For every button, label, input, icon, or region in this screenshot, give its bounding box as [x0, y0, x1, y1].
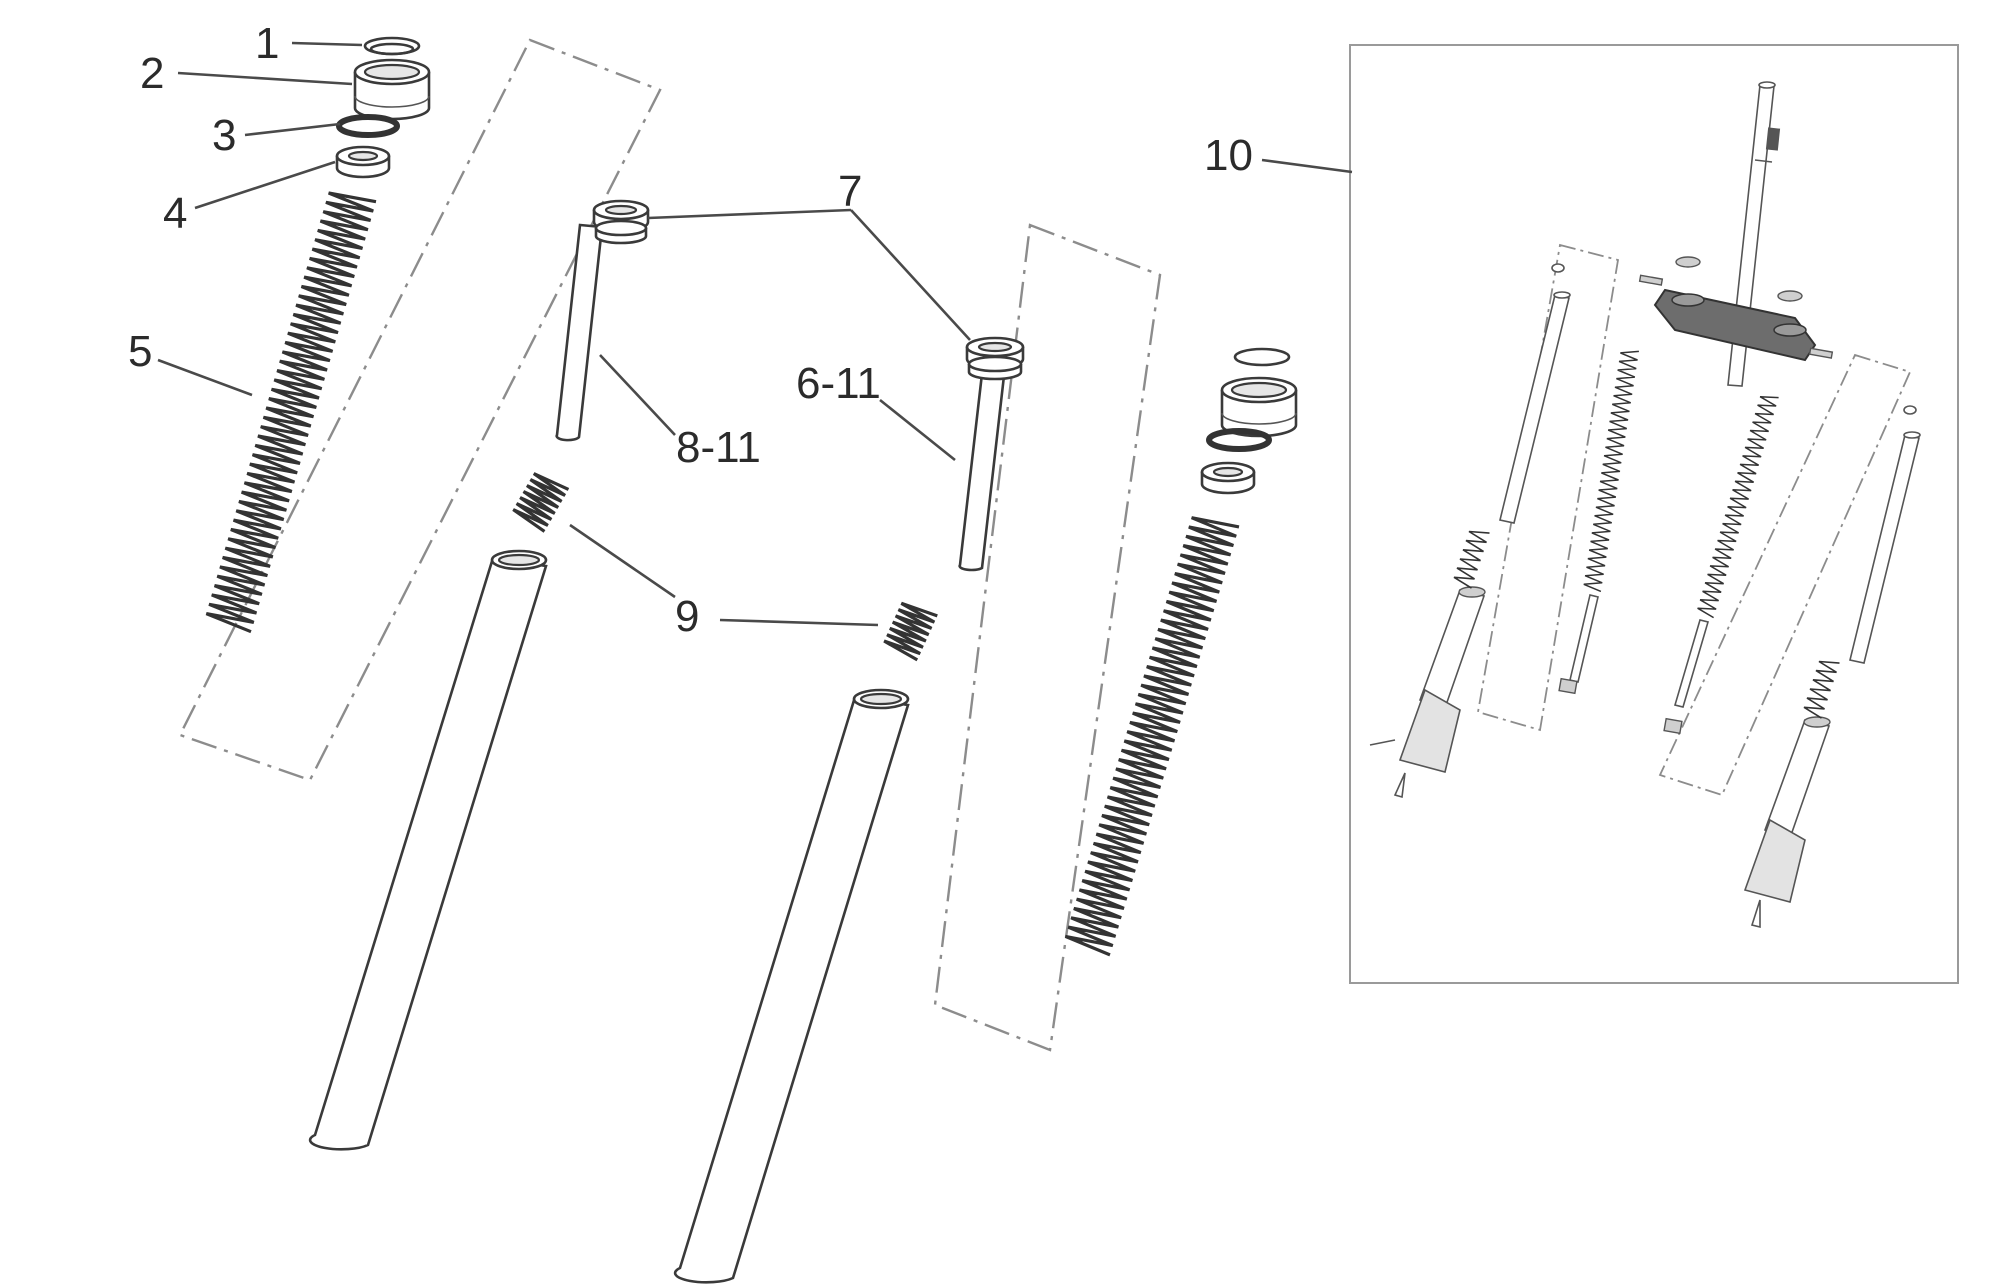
group-frame-left	[178, 38, 662, 782]
fork-spring-right	[1064, 516, 1240, 957]
stanchion-tube-right	[673, 688, 910, 1284]
assembly-inset-part-10	[1349, 44, 1959, 984]
o-ring-right	[1206, 428, 1272, 452]
label-7: 7	[838, 167, 862, 216]
label-8-11: 8-11	[676, 423, 761, 472]
fork-cap-right	[1220, 376, 1298, 438]
group-frame-right	[933, 223, 1162, 1052]
o-ring-part-3	[336, 114, 400, 138]
label-5: 5	[128, 327, 152, 376]
label-1: 1	[255, 19, 279, 68]
label-3: 3	[212, 111, 236, 160]
washer-right	[1200, 461, 1256, 495]
fork-spring-part-5	[205, 191, 377, 634]
stanchion-tube-left	[308, 549, 548, 1151]
washer-part-4	[335, 145, 391, 179]
label-2: 2	[140, 49, 164, 98]
tube-part-6-11	[958, 336, 1025, 572]
label-9: 9	[675, 592, 699, 641]
label-10: 10	[1204, 131, 1253, 180]
snap-ring-right	[1233, 347, 1291, 367]
tube-part-8-11	[555, 199, 650, 442]
leader-lines	[157, 41, 1353, 627]
small-spring-part-9-left	[512, 472, 570, 533]
label-6-11: 6-11	[796, 359, 881, 408]
snap-ring-part-1	[363, 36, 421, 56]
small-spring-part-9-right	[883, 601, 938, 662]
label-4: 4	[163, 189, 187, 238]
fork-cap-part-2	[353, 58, 431, 121]
